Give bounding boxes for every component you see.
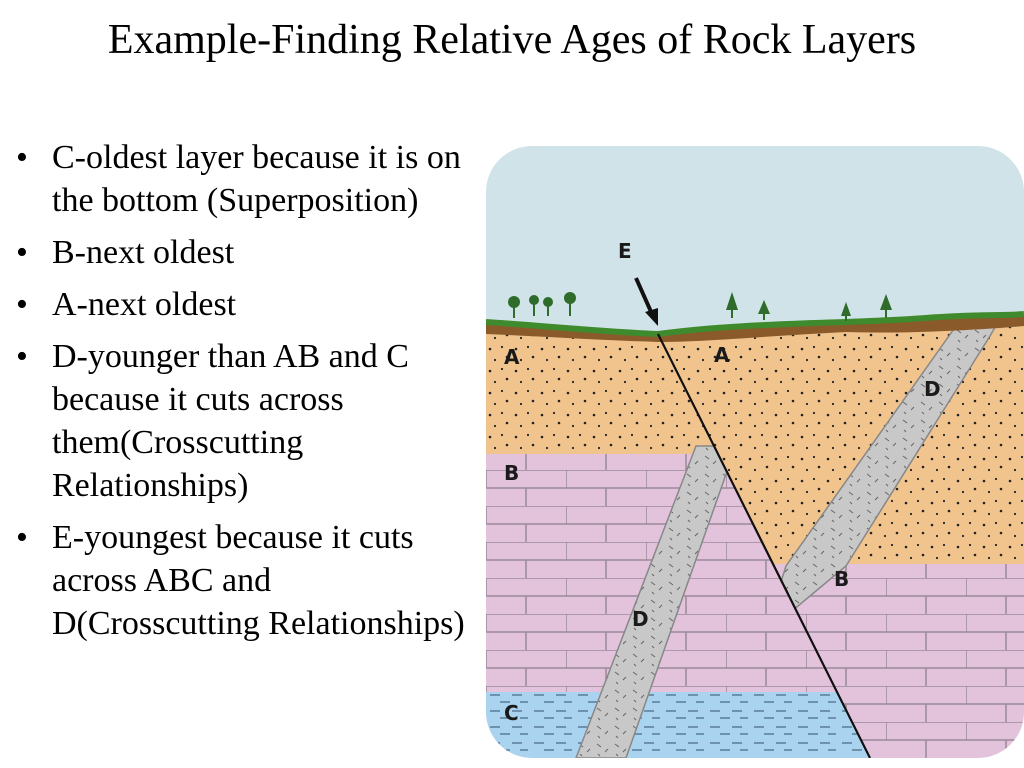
bullet-item: • C-oldest layer because it is on the bot… xyxy=(14,136,474,222)
label-layer-b-left: B xyxy=(504,461,519,485)
bullet-text: E-youngest because it cuts across ABC an… xyxy=(52,519,465,642)
layer-c-left xyxy=(486,692,870,758)
grass-line xyxy=(486,311,1024,338)
label-dike-d-upper: D xyxy=(924,377,941,401)
bullet-marker: • xyxy=(16,286,28,323)
label-layer-a-left: A xyxy=(504,345,520,369)
bullet-marker: • xyxy=(16,234,28,271)
sky xyxy=(486,146,1024,331)
bullet-text: D-younger than AB and C because it cuts … xyxy=(52,338,409,504)
bullet-text: A-next oldest xyxy=(52,286,237,323)
bullet-marker: • xyxy=(16,139,28,176)
fault-arrow xyxy=(634,277,658,326)
bullet-item: • E-youngest because it cuts across ABC a… xyxy=(14,516,474,645)
bullet-item: • D-younger than AB and C because it cuts… xyxy=(14,335,474,507)
fault-line-e xyxy=(657,333,871,758)
bullet-text: C-oldest layer because it is on the bott… xyxy=(52,139,461,219)
rock-layers-svg: E A A B B C D D xyxy=(486,146,1024,758)
bullet-marker: • xyxy=(16,519,28,556)
trees xyxy=(508,292,892,321)
slide-title: Example-Finding Relative Ages of Rock La… xyxy=(107,17,917,63)
bullet-list: • C-oldest layer because it is on the bot… xyxy=(14,136,474,654)
rock-layers-diagram: E A A B B C D D xyxy=(486,146,1024,758)
label-layer-b-right: B xyxy=(834,567,849,591)
label-dike-d-lower: D xyxy=(632,607,649,631)
label-layer-a-right: A xyxy=(714,343,730,367)
label-layer-c: C xyxy=(504,701,519,725)
bullet-item: • A-next oldest xyxy=(14,283,474,326)
bullet-text: B-next oldest xyxy=(52,234,235,271)
label-fault-e: E xyxy=(618,239,632,263)
bullet-item: • B-next oldest xyxy=(14,231,474,274)
bullet-marker: • xyxy=(16,338,28,375)
